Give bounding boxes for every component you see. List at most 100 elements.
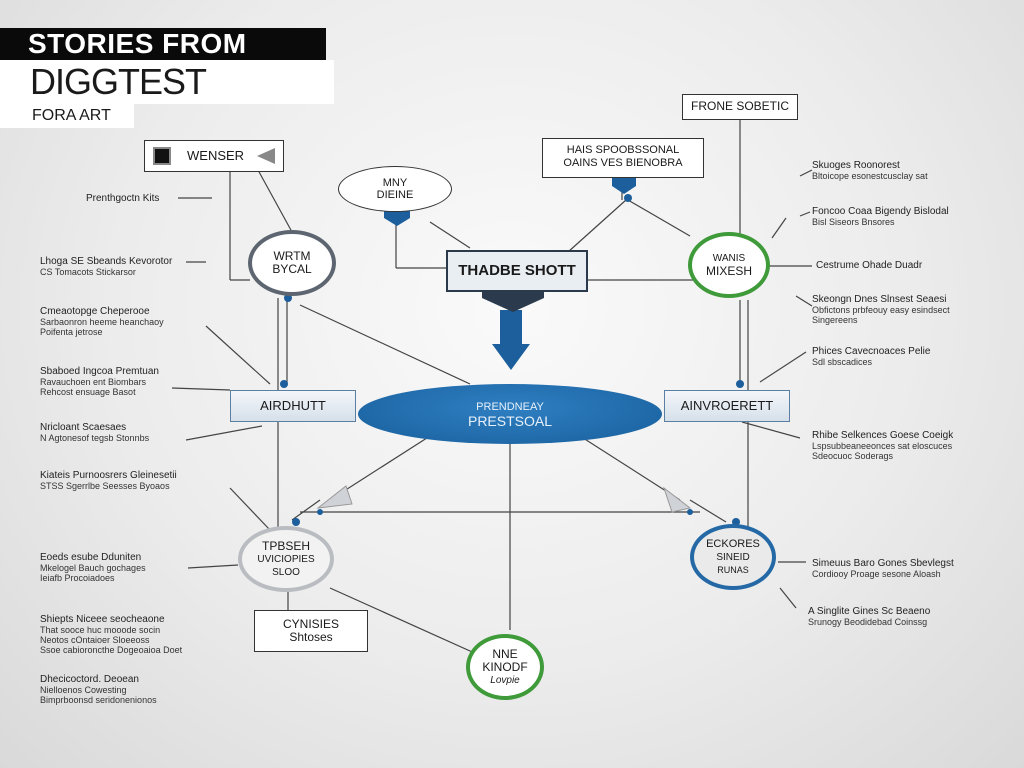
circle-top-left-line1: WRTM	[273, 249, 311, 263]
square-icon	[153, 147, 171, 165]
circle-bottom-line2: KINODF	[482, 659, 528, 674]
right-note-6: Rhibe Selkences Goese Coeigk Lspsubbeane…	[812, 430, 953, 461]
left-note-8-l1: Dhecicoctord. Deoean	[40, 674, 139, 685]
left-box-label: AIRDHUTT	[260, 398, 326, 413]
left-note-7-l1: Shiepts Niceee seocheaone	[40, 614, 165, 625]
left-note-6-l3: Ieiafb Procoiadoes	[40, 573, 115, 583]
center-box-label: THADBE SHOTT	[458, 262, 576, 279]
left-note-4-l2: N Agtonesof tegsb Stonnbs	[40, 433, 150, 443]
left-note-5: Kiateis Purnoosrers Gleinesetii STSS Sge…	[40, 470, 177, 491]
top-right-box: FRONE SOBETIC	[682, 94, 798, 120]
right-note-2-l2: Bisl Siseors Bnsores	[812, 217, 895, 227]
left-note-5-l2: STSS Sgerrlbe Seesses Byoaos	[40, 481, 170, 491]
left-box: AIRDHUTT	[230, 390, 356, 422]
circle-bottom-line3: Lovpie	[490, 674, 520, 686]
main-ellipse-line2: PRESTSOAL	[467, 413, 553, 429]
circle-bottom-left: TPBSEH UVICIOPIES SLOO	[238, 526, 334, 592]
header-title-line1: STORIES FROM	[0, 28, 326, 60]
right-note-5: Phices Cavecnoaces Pelie Sdl sbscadices	[812, 346, 930, 367]
left-note-5-l1: Kiateis Purnoosrers Gleinesetii	[40, 470, 177, 481]
left-note-8-l3: Bimprboonsd seridonenionos	[40, 695, 157, 705]
circle-bottom-line1: NNE	[492, 646, 518, 661]
arrow-left-icon	[257, 148, 275, 164]
circle-bottom-right-line3: RUNAS	[717, 564, 749, 575]
left-note-1-l2: CS Tomacots Stickarsor	[40, 267, 136, 277]
left-note-2: Cmeaotopge Cheperooe Sarbaonron heeme he…	[40, 306, 164, 337]
left-note-7-l3: Neotos cOntaioer Sloeeoss	[40, 635, 150, 645]
left-note-1-l1: Lhoga SE Sbeands Kevorotor	[40, 256, 173, 267]
left-note-8-l2: Nielloenos Cowesting	[40, 685, 127, 695]
circle-bottom-left-line2: UVICIOPIES	[257, 553, 315, 565]
circle-bottom-left-line1: TPBSEH	[261, 538, 310, 553]
right-note-4-l3: Singereens	[812, 315, 858, 325]
right-note-6-l3: Sdeocuoc Soderags	[812, 451, 894, 461]
circle-top-right-line1: WANIS	[712, 253, 746, 264]
left-note-1: Lhoga SE Sbeands Kevorotor CS Tomacots S…	[40, 256, 172, 277]
bottom-box: CYNISIES Shtoses	[254, 610, 368, 652]
left-note-6: Eoeds esube Dduniten Mkelogel Bauch goch…	[40, 552, 146, 583]
header-subtitle: FORA ART	[0, 104, 134, 128]
right-box: AINVROERETT	[664, 390, 790, 422]
right-note-1: Skuoges Roonorest Bltoicope esonestcuscl…	[812, 160, 928, 181]
circle-top-right-line2: MIXESH	[705, 264, 752, 278]
right-note-4-l1: Skeongn Dnes Slnsest Seaesi	[812, 294, 947, 305]
right-note-6-l1: Rhibe Selkences Goese Coeigk	[812, 430, 954, 441]
circle-bottom-right-line1: ECKORES	[706, 537, 760, 550]
left-note-7: Shiepts Niceee seocheaone That sooce huc…	[40, 614, 182, 655]
right-note-5-l1: Phices Cavecnoaces Pelie	[812, 346, 931, 357]
left-note-4: Nricloant Scaesaes N Agtonesof tegsb Sto…	[40, 422, 149, 443]
left-note-3-l2: Ravauchoen ent Biombars	[40, 377, 147, 387]
speech-line2: DIEINE	[376, 189, 414, 201]
right-note-7-l1: Simeuus Baro Gones Sbevlegst	[812, 558, 954, 569]
bottom-box-line1: CYNISIES	[282, 617, 339, 631]
left-note-6-l2: Mkelogel Bauch gochages	[40, 563, 146, 573]
right-note-2-l1: Foncoo Coaa Bigendy Bislodal	[812, 206, 949, 217]
top-center-box: HAIS SPOOBSSONAL OAINS VES BIENOBRA	[542, 138, 704, 178]
top-center-line2: OAINS VES BIENOBRA	[563, 157, 683, 169]
right-note-2: Foncoo Coaa Bigendy Bislodal Bisl Siseor…	[812, 206, 949, 227]
right-note-8-l2: Srunogy Beodidebad Coinssg	[808, 617, 928, 627]
top-center-line1: HAIS SPOOBSSONAL	[566, 144, 680, 156]
top-left-note: Prenthgoctn Kits	[86, 193, 160, 204]
speech-line1: MNY	[382, 177, 408, 189]
left-note-8: Dhecicoctord. Deoean Nielloenos Cowestin…	[40, 674, 157, 705]
header-title-line2: DIGGTEST	[0, 60, 334, 104]
main-ellipse-line1: PRENDNEAY	[476, 401, 544, 413]
left-note-2-l1: Cmeaotopge Cheperooe	[40, 306, 150, 317]
right-note-3: Cestrume Ohade Duadr	[816, 260, 922, 271]
circle-top-right: WANIS MIXESH	[688, 232, 770, 298]
right-note-1-l1: Skuoges Roonorest	[812, 160, 900, 171]
left-note-4-l1: Nricloant Scaesaes	[40, 422, 127, 433]
left-note-6-l1: Eoeds esube Dduniten	[40, 552, 142, 563]
right-note-7-l2: Cordiooy Proage sesone Aloash	[812, 569, 941, 579]
right-note-8-l1: A Singlite Gines Sc Beaeno	[808, 606, 931, 617]
right-box-label: AINVROERETT	[680, 398, 774, 413]
left-note-7-l2: That sooce huc mooode socin	[40, 625, 161, 635]
top-right-label: FRONE SOBETIC	[690, 99, 789, 113]
circle-bottom-left-line3: SLOO	[272, 566, 300, 578]
circle-bottom-right-line2: SINEID	[716, 551, 750, 563]
right-note-8: A Singlite Gines Sc Beaeno Srunogy Beodi…	[808, 606, 930, 627]
right-note-6-l2: Lspsubbeaneeonces sat eloscuces	[812, 441, 953, 451]
left-note-2-l3: Poifenta jetrose	[40, 327, 103, 337]
wenser-box: WENSER	[144, 140, 284, 172]
speech-bubble: MNY DIEINE	[338, 166, 452, 212]
right-note-4-l2: Obfictons prbfeouy easy esindsect	[812, 305, 950, 315]
right-note-4: Skeongn Dnes Slnsest Seaesi Obfictons pr…	[812, 294, 950, 325]
left-note-3-l3: Rehcost ensuage Basot	[40, 387, 136, 397]
circle-bottom: NNE KINODF Lovpie	[466, 634, 544, 700]
circle-bottom-right: ECKORES SINEID RUNAS	[690, 524, 776, 590]
circle-top-left-line2: BYCAL	[272, 262, 312, 276]
right-note-7: Simeuus Baro Gones Sbevlegst Cordiooy Pr…	[812, 558, 954, 579]
circle-top-left: WRTM BYCAL	[248, 230, 336, 296]
left-note-3: Sbaboed Ingcoa Premtuan Ravauchoen ent B…	[40, 366, 159, 397]
wenser-label: WENSER	[187, 148, 245, 163]
right-note-3-l1: Cestrume Ohade Duadr	[816, 260, 923, 271]
bottom-box-line2: Shtoses	[289, 630, 333, 644]
left-note-2-l2: Sarbaonron heeme heanchaoy	[40, 317, 164, 327]
main-ellipse: PRENDNEAY PRESTSOAL	[358, 384, 662, 444]
right-note-1-l2: Bltoicope esonestcusclay sat	[812, 171, 928, 181]
left-note-3-l1: Sbaboed Ingcoa Premtuan	[40, 366, 159, 377]
left-note-7-l4: Ssoe cabioroncthe Dogeoaioa Doet	[40, 645, 183, 655]
center-box: THADBE SHOTT	[446, 250, 588, 292]
